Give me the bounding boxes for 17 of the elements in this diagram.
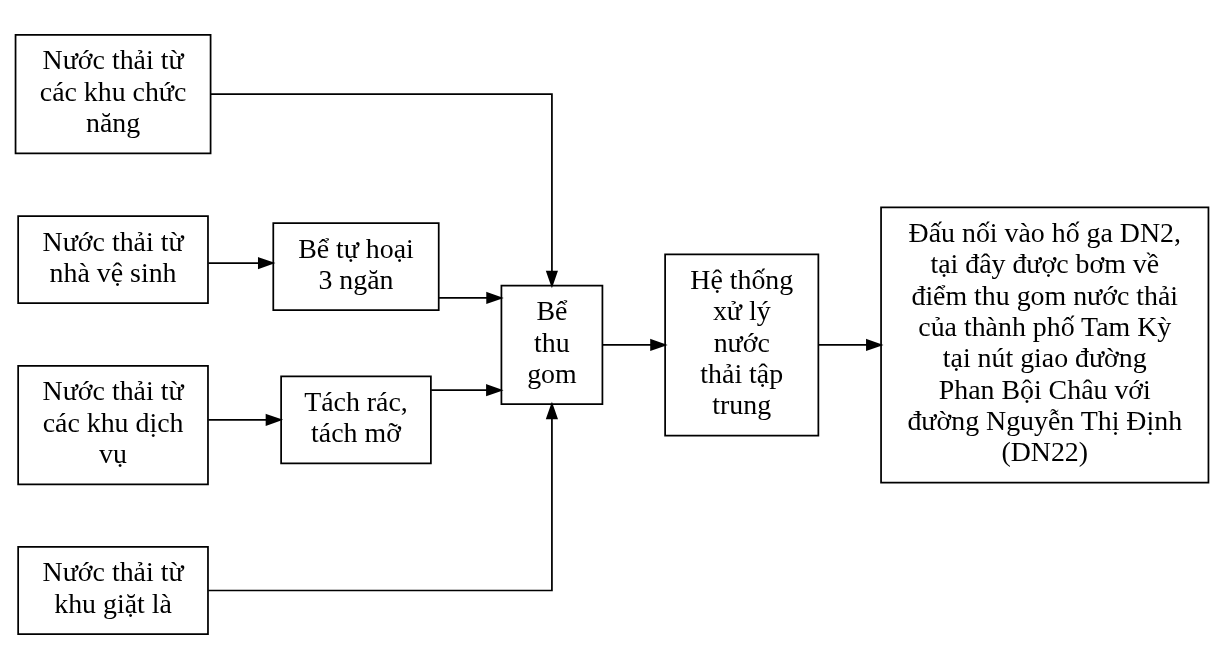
node-box: Nước thải từ các khu dịch vụ [17,365,209,486]
node-box: Bể tự hoại 3 ngăn [272,222,440,311]
node-box: Bể thu gom [500,284,604,406]
arrow [601,338,668,352]
arrow [207,413,284,426]
arrow [430,384,504,397]
node-box: Hệ thống xử lý nước thải tập trung [664,253,820,437]
arrow [210,93,559,289]
arrow [207,257,276,270]
arrow [818,338,884,352]
node-box: Nước thải từ khu giặt là [17,546,209,635]
arrow [438,291,504,305]
arrow [207,401,559,592]
node-box: Đấu nối vào hố ga DN2, tại đây được bơm về điểm thu gom nước thải của thành phố Tam Kỳ tại nút giao đường Phan Bội Châu với đường Nguyễn Thị Định (DN22) [880,206,1210,484]
node-box: Nước thải từ nhà vệ sinh [17,215,209,304]
node-box: Tách rác, tách mỡ [280,375,432,465]
node-box: Nước thải từ các khu chức năng [14,34,212,155]
